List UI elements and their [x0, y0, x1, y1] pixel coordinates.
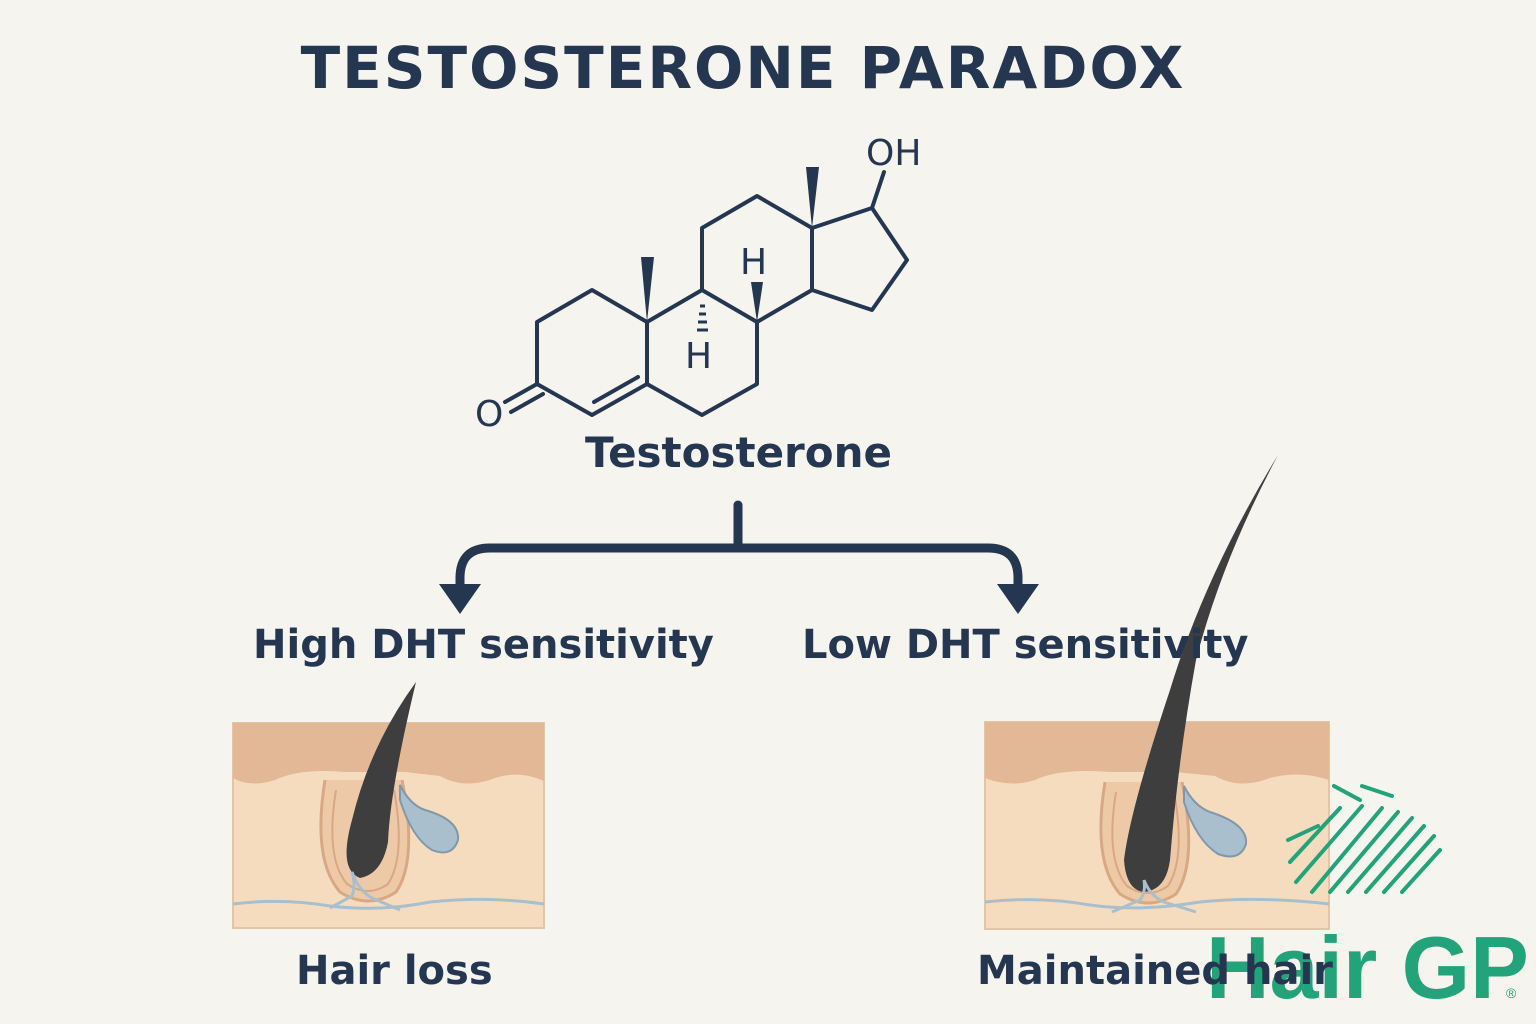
diagram-title: TESTOSTERONE PARADOX: [300, 34, 1186, 102]
carbonyl-bond-2: [509, 392, 545, 414]
right-arrowhead: [997, 584, 1039, 614]
molecule-name: Testosterone: [585, 428, 893, 477]
methyl-wedge-right: [806, 167, 819, 228]
hydrogen-top-label: H: [740, 242, 767, 283]
skin-section-hair-loss: [232, 682, 545, 929]
hair-loss-label: Hair loss: [296, 948, 493, 994]
double-bond: [592, 375, 640, 404]
oh-bond: [870, 170, 886, 210]
hydroxyl-label: OH: [866, 133, 921, 174]
ring-d: [810, 206, 909, 312]
logo-mark-icon: [1286, 784, 1442, 894]
branch-arrows: [455, 500, 1023, 595]
high-sensitivity-label: High DHT sensitivity: [253, 622, 714, 668]
maintained-hair-label: Maintained hair: [977, 948, 1333, 994]
ring-a: [535, 288, 649, 417]
low-sensitivity-label: Low DHT sensitivity: [802, 622, 1249, 668]
hydrogen-hash: [697, 304, 708, 332]
ring-b: [645, 288, 759, 417]
skin-section-maintained-hair: [984, 455, 1330, 930]
left-arrowhead: [439, 584, 481, 614]
testosterone-structure: [503, 170, 909, 417]
methyl-wedge-left: [641, 257, 654, 322]
carbonyl-bond-1: [503, 382, 539, 404]
logo-registered-mark: ®: [1506, 985, 1517, 1001]
ring-c: [700, 194, 814, 324]
logo-text: Hair GP: [1206, 918, 1529, 1017]
right-branch: [733, 543, 1023, 595]
hydrogen-wedge: [751, 282, 763, 322]
left-branch: [455, 543, 743, 595]
oxygen-label: O: [475, 394, 503, 435]
hydrogen-bottom-label: H: [685, 336, 712, 377]
